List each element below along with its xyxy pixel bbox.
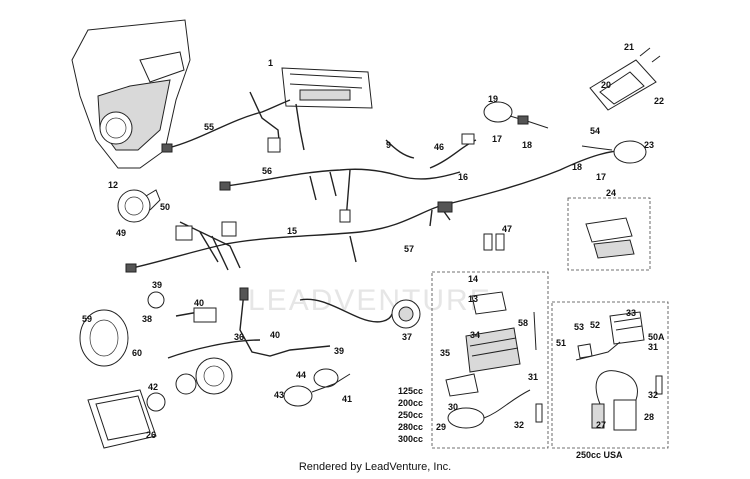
callout: 1 xyxy=(268,58,273,68)
callout: 27 xyxy=(596,420,606,430)
turn-signal-23 xyxy=(581,140,647,164)
callout: 30 xyxy=(448,402,458,412)
callout: 33 xyxy=(626,308,636,318)
callout: 59 xyxy=(82,314,92,324)
usa-variant-box xyxy=(551,301,669,449)
callout: 14 xyxy=(468,274,478,284)
callout: 29 xyxy=(436,422,446,432)
callout: 49 xyxy=(116,228,126,238)
callout: 39 xyxy=(152,280,162,290)
callout: 47 xyxy=(502,224,512,234)
callout: 32 xyxy=(514,420,524,430)
callout: 16 xyxy=(458,172,468,182)
harness-56 xyxy=(219,168,461,223)
callout: 37 xyxy=(402,332,412,342)
main-harness-15 xyxy=(125,149,631,273)
callout: 53 xyxy=(574,322,584,332)
callout: 55 xyxy=(204,122,214,132)
instrument-cluster xyxy=(281,67,373,109)
callout: 46 xyxy=(434,142,444,152)
variant-box xyxy=(431,271,549,449)
callout: 54 xyxy=(590,126,600,136)
variant-label: 250cc xyxy=(398,410,423,420)
callout: 9 xyxy=(386,140,391,150)
callout: 23 xyxy=(644,140,654,150)
callout: 51 xyxy=(556,338,566,348)
callout: 41 xyxy=(342,394,352,404)
callout: 21 xyxy=(624,42,634,52)
callout: 50 xyxy=(160,202,170,212)
callout: 44 xyxy=(296,370,306,380)
callout: 28 xyxy=(644,412,654,422)
tail-lamp xyxy=(589,47,661,111)
harness-55 xyxy=(161,91,305,153)
plate-light-box xyxy=(567,197,651,271)
callout: 50A xyxy=(648,332,665,342)
callout: 13 xyxy=(468,294,478,304)
variant-label: 300cc xyxy=(398,434,423,444)
callout: 17 xyxy=(492,134,502,144)
callout: 56 xyxy=(262,166,272,176)
callout: 22 xyxy=(654,96,664,106)
turn-signal-front xyxy=(283,368,351,407)
callout: 38 xyxy=(142,314,152,324)
clip-9 xyxy=(385,139,415,159)
variant-label: 125cc xyxy=(398,386,423,396)
callout: 12 xyxy=(108,180,118,190)
turn-signal-19 xyxy=(483,101,549,129)
callout: 43 xyxy=(274,390,284,400)
callout: 40 xyxy=(194,298,204,308)
callout: 40 xyxy=(270,330,280,340)
horn xyxy=(117,189,161,223)
ignition-coil-37 xyxy=(299,298,421,329)
headlight-lower xyxy=(79,287,331,449)
engine-variant-list: 125cc 200cc 250cc 280cc 300cc xyxy=(398,386,423,444)
callout: 60 xyxy=(132,348,142,358)
usa-box-label: 250cc USA xyxy=(576,450,623,460)
credit-text: Rendered by LeadVenture, Inc. xyxy=(298,461,452,473)
callout: 17 xyxy=(596,172,606,182)
callout: 35 xyxy=(440,348,450,358)
callout: 26 xyxy=(146,430,156,440)
callout: 19 xyxy=(488,94,498,104)
variant-label: 280cc xyxy=(398,422,423,432)
watermark: LEADVENTURE xyxy=(248,284,492,317)
callout: 31 xyxy=(528,372,538,382)
callout: 20 xyxy=(601,80,611,90)
callout-labels: 1 9 12 13 14 15 16 17 17 18 18 19 20 21 … xyxy=(82,42,665,440)
callout: 39 xyxy=(334,346,344,356)
callout: 18 xyxy=(572,162,582,172)
callout: 32 xyxy=(648,390,658,400)
callout: 52 xyxy=(590,320,600,330)
relay-47 xyxy=(483,233,505,251)
callout: 15 xyxy=(287,226,297,236)
variant-label: 200cc xyxy=(398,398,423,408)
callout: 57 xyxy=(404,244,414,254)
callout: 34 xyxy=(470,330,480,340)
callout: 58 xyxy=(518,318,528,328)
callout: 42 xyxy=(148,382,158,392)
callout: 24 xyxy=(606,188,616,198)
headlight-fairing xyxy=(71,19,191,169)
callout: 36 xyxy=(234,332,244,342)
callout: 31 xyxy=(648,342,658,352)
fuse-46 xyxy=(429,133,477,169)
callout: 18 xyxy=(522,140,532,150)
